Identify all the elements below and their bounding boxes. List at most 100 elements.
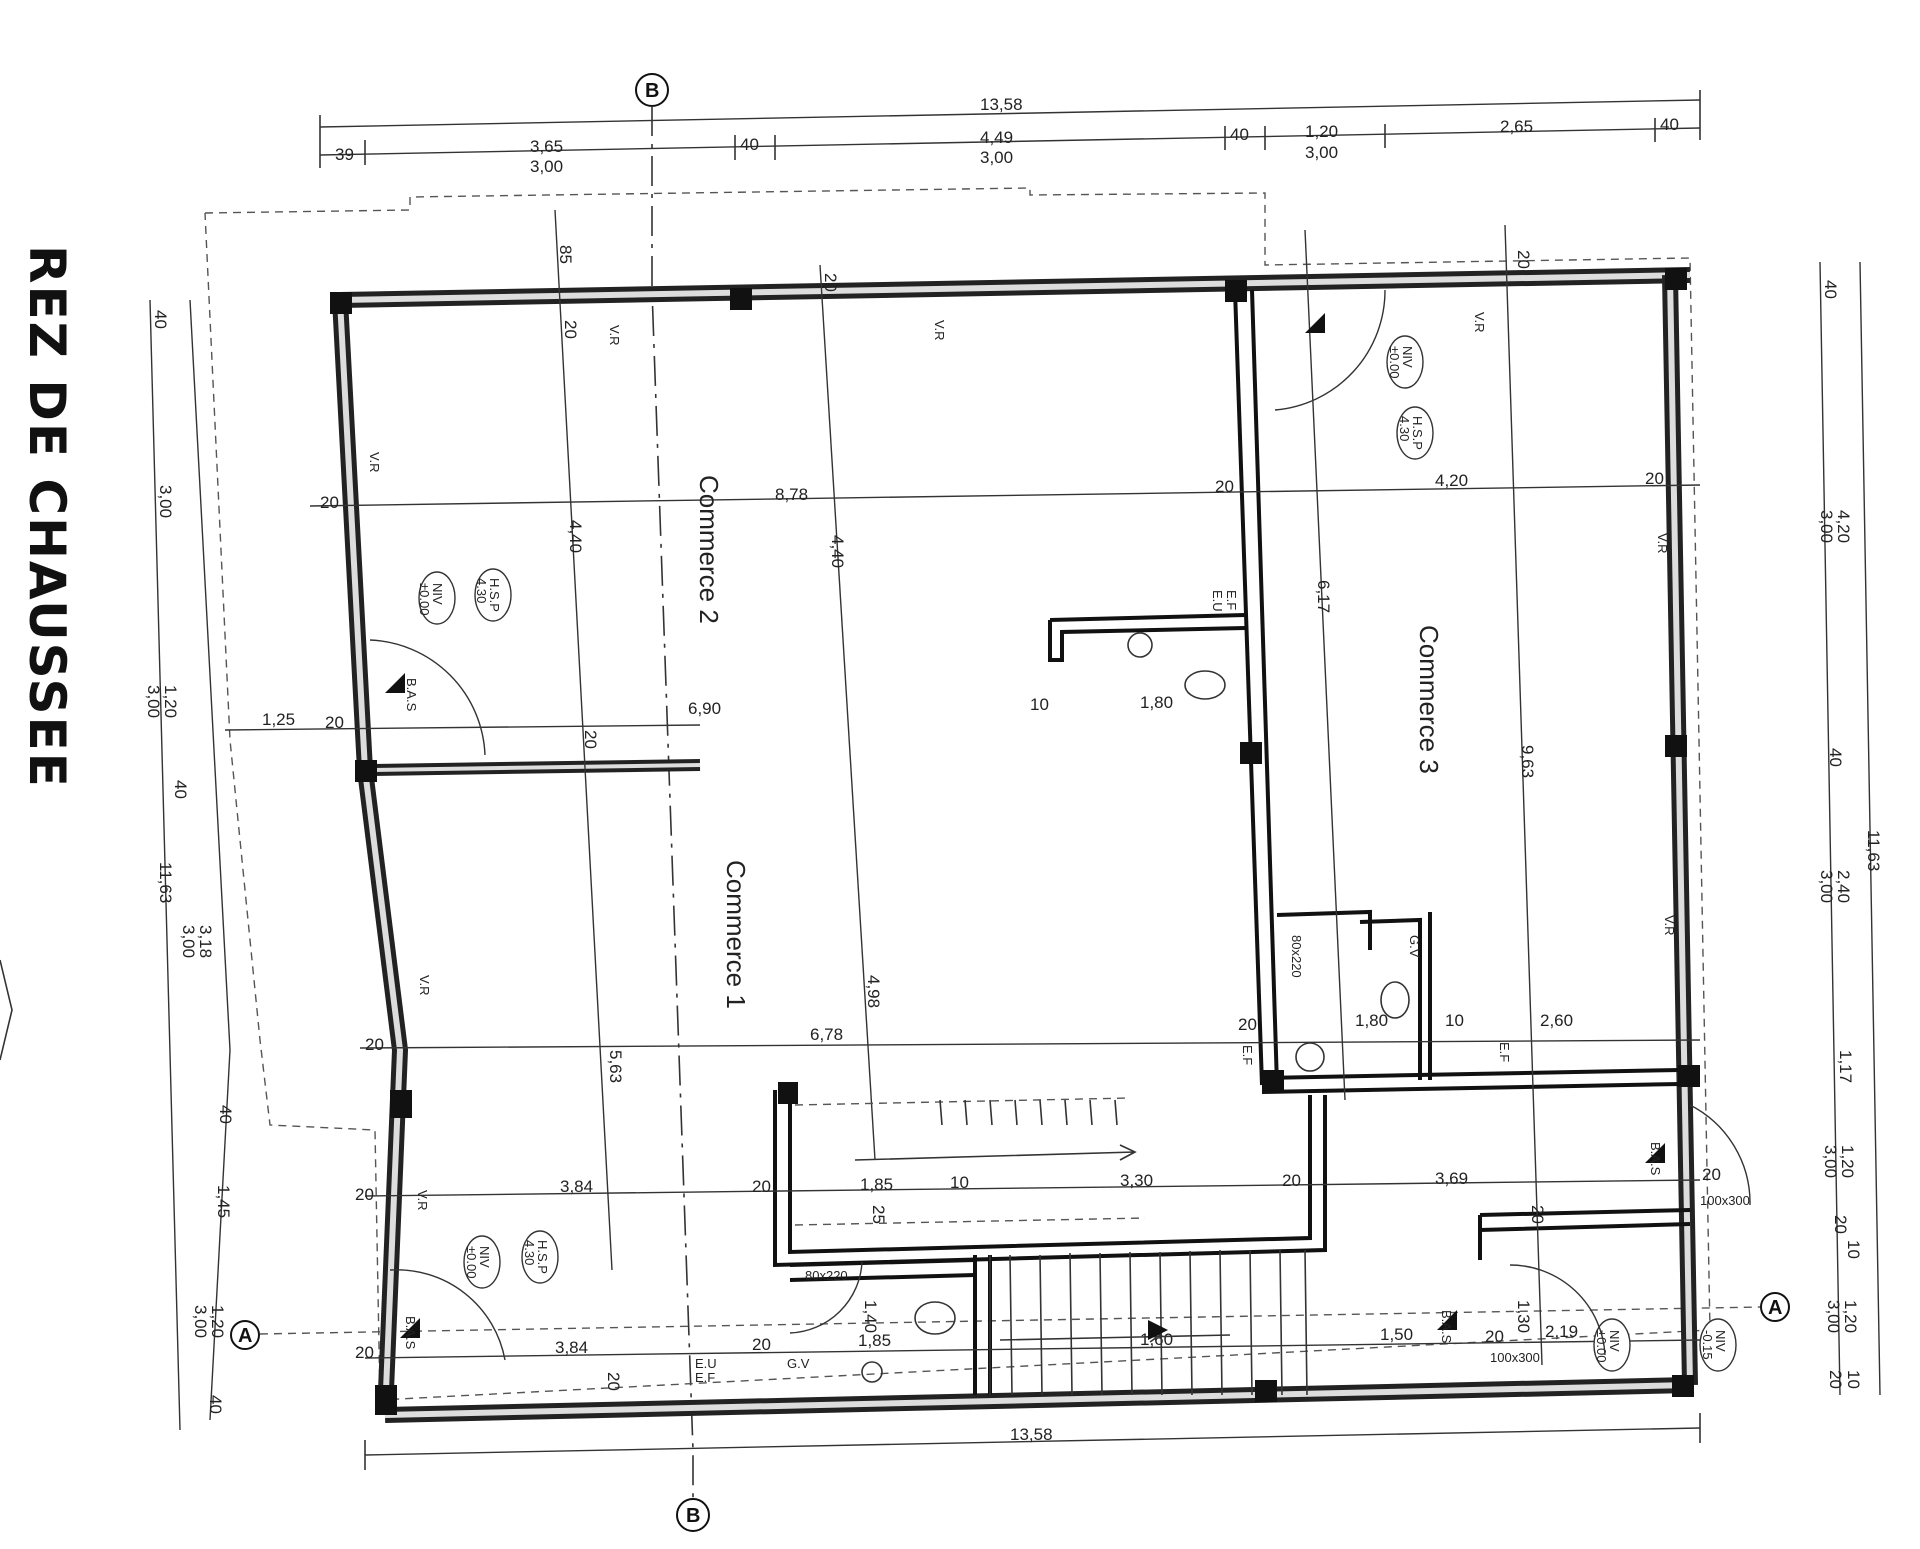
dim-right-5: 2,40 xyxy=(1834,870,1853,903)
axis-a-left: A xyxy=(230,1320,260,1350)
dim-right-4: 40 xyxy=(1826,748,1845,767)
dim-5-63: 5,63 xyxy=(606,1050,625,1083)
svg-text:E.F: E.F xyxy=(1240,1045,1255,1065)
svg-text:NIV: NIV xyxy=(1400,346,1415,368)
dim-2-19: 2,19 xyxy=(1545,1322,1578,1341)
dim-3-30: 3,30 xyxy=(1120,1171,1153,1190)
plan-title: REZ DE CHAUSSEE xyxy=(18,245,76,789)
dim-1-50: 1,50 xyxy=(1380,1325,1413,1344)
svg-text:E.U: E.U xyxy=(1210,590,1225,612)
svg-text:4.30: 4.30 xyxy=(1397,416,1412,441)
dim-right-8: 1,20 xyxy=(1838,1145,1857,1178)
svg-text:G.V: G.V xyxy=(1407,935,1422,958)
dim-right-2: 4,20 xyxy=(1834,510,1853,543)
dim-right-13: 3,00 xyxy=(1824,1300,1843,1333)
pillars xyxy=(330,268,1700,1415)
dim-left-total: 11,63 xyxy=(156,862,175,903)
vr-label-6: V.R xyxy=(1662,915,1677,935)
dim-right-10: 20 xyxy=(1831,1215,1850,1234)
dim-right-1: 40 xyxy=(1821,280,1840,299)
svg-text:G.V: G.V xyxy=(787,1356,810,1371)
door-80x220-b: 80x220 xyxy=(1289,935,1304,978)
dim-3-69: 3,69 xyxy=(1435,1169,1468,1188)
interior-dim-labels: 8,78 4,20 6,78 3,84 3,84 1,85 3,30 3,69 … xyxy=(262,245,1750,1391)
svg-text:E.F: E.F xyxy=(1497,1042,1512,1062)
dim-10-stair: 10 xyxy=(950,1173,969,1192)
dim-4-20: 4,20 xyxy=(1435,471,1468,490)
svg-text:-0.15: -0.15 xyxy=(1700,1330,1715,1360)
svg-text:E.F: E.F xyxy=(695,1370,715,1385)
footprint-outline xyxy=(204,187,1711,1401)
interior-dim-lines xyxy=(224,209,1701,1366)
svg-text:4.30: 4.30 xyxy=(522,1240,537,1265)
dim-top-total: 13,58 xyxy=(980,95,1023,114)
dim-20-i: 20 xyxy=(1282,1171,1301,1190)
dim-right-9: 3,00 xyxy=(1821,1145,1840,1178)
svg-text:B.A.S: B.A.S xyxy=(403,1316,418,1350)
dim-4-40-a: 4,40 xyxy=(566,520,585,553)
dim-left-4: 3,00 xyxy=(144,685,163,718)
dim-left-11: 3,00 xyxy=(191,1305,210,1338)
dim-10-wc3: 10 xyxy=(1445,1011,1464,1030)
dim-3-84-a: 3,84 xyxy=(560,1177,593,1196)
level-marker-commerce2: NIV ±0.00 H.S.P 4.30 xyxy=(417,568,512,625)
svg-text:H.S.P: H.S.P xyxy=(487,578,502,612)
dim-6-90: 6,90 xyxy=(688,699,721,718)
svg-text:NIV: NIV xyxy=(1607,1330,1622,1352)
dim-25: 25 xyxy=(869,1205,888,1224)
bas-markers: B.A.S B.A.S B.A.S B.A.S xyxy=(385,313,1665,1350)
dim-20-o: 20 xyxy=(1514,250,1533,269)
svg-text:H.S.P: H.S.P xyxy=(535,1240,550,1274)
dim-left-8: 40 xyxy=(216,1105,235,1124)
svg-text:4.30: 4.30 xyxy=(474,578,489,603)
dim-right-11: 10 xyxy=(1844,1240,1863,1259)
dim-right-7: 1,17 xyxy=(1836,1050,1855,1083)
axis-b-top: B xyxy=(635,73,669,107)
svg-text:A: A xyxy=(238,1325,252,1347)
dim-left-7: 3,00 xyxy=(179,925,198,958)
dim-right-6: 3,00 xyxy=(1817,870,1836,903)
dim-20-k: 20 xyxy=(355,1343,374,1362)
svg-text:NIV: NIV xyxy=(430,583,445,605)
dim-20-l: 20 xyxy=(752,1335,771,1354)
dim-9-63: 9,63 xyxy=(1518,745,1537,778)
dim-left-6: 3,18 xyxy=(196,925,215,958)
dim-20-e: 20 xyxy=(365,1035,384,1054)
dim-bottom-total: 13,58 xyxy=(1010,1425,1053,1444)
dim-right-total: 11,63 xyxy=(1864,830,1883,871)
dim-20-g: 20 xyxy=(355,1185,374,1204)
level-marker-stair: NIV ±0.00 xyxy=(1593,1318,1631,1372)
svg-text:B: B xyxy=(645,80,659,102)
dim-1-40: 1,40 xyxy=(861,1300,880,1333)
svg-text:E.F: E.F xyxy=(1224,590,1239,610)
door-swings xyxy=(369,289,1751,1361)
dim-20-n: 20 xyxy=(821,273,840,292)
door-80x220-a: 80x220 xyxy=(805,1268,848,1283)
dim-left-1: 40 xyxy=(151,310,170,329)
dim-20-p: 20 xyxy=(561,320,580,339)
vr-label-8: V.R xyxy=(415,1190,430,1210)
dim-6-17: 6,17 xyxy=(1314,580,1333,613)
dim-8-78-top: 8,78 xyxy=(775,485,808,504)
stairs-lower xyxy=(989,1249,1308,1396)
level-marker-exterior: NIV -0.15 xyxy=(1699,1318,1737,1372)
svg-text:NIV: NIV xyxy=(477,1246,492,1268)
room-commerce-1: Commerce 1 xyxy=(721,860,751,1009)
axis-b-bottom: B xyxy=(676,1498,710,1532)
dim-top-3: 40 xyxy=(740,135,759,154)
dim-left-9: 1,45 xyxy=(214,1185,233,1218)
dim-20-m: 20 xyxy=(1485,1327,1504,1346)
dim-4-40-b: 4,40 xyxy=(828,535,847,568)
svg-text:A: A xyxy=(1768,1297,1782,1319)
dim-left-3: 1,20 xyxy=(161,685,180,718)
vr-label-1: V.R xyxy=(607,325,622,345)
room-commerce-3: Commerce 3 xyxy=(1414,625,1444,774)
room-commerce-2: Commerce 2 xyxy=(694,475,724,624)
dim-1-30: 1,30 xyxy=(1514,1300,1533,1333)
opening-100x300-a: 100x300 xyxy=(1490,1350,1540,1365)
dim-20-d: 20 xyxy=(325,713,344,732)
right-dimensions: 40 4,20 3,00 40 2,40 3,00 11,63 1,17 1,2… xyxy=(1817,261,1883,1396)
vr-label-5: V.R xyxy=(1655,533,1670,553)
site-edge-left xyxy=(0,959,13,1061)
